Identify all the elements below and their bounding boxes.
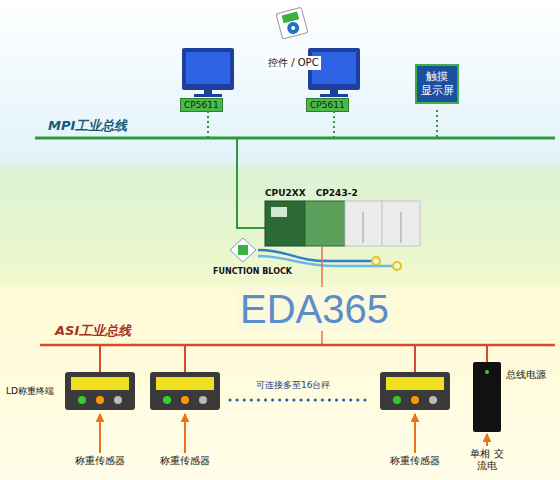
weighing-terminal bbox=[150, 372, 220, 410]
node-text: CP5611 bbox=[310, 99, 345, 111]
signal-waves bbox=[258, 256, 392, 266]
node-text: 单相 交流电 bbox=[470, 448, 504, 472]
power-supply bbox=[485, 370, 489, 374]
plc-rack bbox=[271, 207, 287, 217]
pc-icon bbox=[182, 48, 234, 90]
weighing-terminal bbox=[199, 396, 207, 404]
bus-drop bbox=[99, 345, 101, 372]
watermark: EDA365 bbox=[236, 287, 393, 331]
disk-icon bbox=[282, 11, 300, 23]
signal-waves bbox=[258, 250, 372, 261]
node-text: 称重传感器 bbox=[390, 455, 440, 467]
plc-rack bbox=[362, 212, 364, 243]
weighing-terminal bbox=[380, 372, 450, 410]
pc-icon bbox=[194, 94, 222, 97]
plc-rack bbox=[382, 201, 420, 246]
network-card-tag: CP5611 bbox=[180, 98, 223, 112]
pc-icon bbox=[320, 94, 348, 97]
sensor-arrow bbox=[184, 414, 186, 453]
node-text: CP5611 bbox=[184, 99, 219, 111]
load-cell: 称重传感器 bbox=[75, 455, 125, 467]
disk-icon bbox=[286, 21, 301, 36]
weighing-terminal bbox=[78, 396, 86, 404]
node-text: 称重传感器 bbox=[160, 455, 210, 467]
signal-arrow bbox=[99, 414, 101, 453]
function-block-icon bbox=[230, 238, 256, 262]
weighing-terminal bbox=[380, 372, 450, 410]
load-cell: 称重传感器 bbox=[390, 455, 440, 467]
software-label: 控件 / OPC bbox=[266, 56, 321, 70]
ac-supply: 单相 交流电 bbox=[470, 448, 504, 472]
function-block-icon bbox=[230, 238, 256, 262]
pc-icon bbox=[330, 90, 338, 94]
bus-drop bbox=[184, 345, 186, 372]
bus-drop bbox=[333, 111, 335, 137]
weighing-terminal bbox=[163, 396, 171, 404]
weighing-terminal bbox=[114, 396, 122, 404]
asi-bus-line bbox=[40, 344, 555, 347]
node-text: 总线电源 bbox=[506, 368, 558, 382]
weighing-terminal bbox=[65, 372, 135, 410]
bus-name: ASI工业总线 bbox=[55, 322, 131, 340]
weighing-terminal bbox=[96, 396, 104, 404]
mpi-bus-line bbox=[35, 137, 555, 140]
node-text: 称重传感器 bbox=[75, 455, 125, 467]
load-cell: 称重传感器 bbox=[160, 455, 210, 467]
node-text: 触摸 显示屏 bbox=[419, 70, 455, 98]
node-text: CPU2XX bbox=[265, 188, 306, 199]
bus-name: MPI工业总线 bbox=[48, 117, 127, 135]
signal-arrow bbox=[486, 434, 488, 446]
power-supply bbox=[473, 362, 501, 432]
bus-power-supply: 总线电源 bbox=[470, 360, 558, 432]
weighing-terminal bbox=[429, 396, 437, 404]
weighing-terminal bbox=[156, 377, 214, 390]
weighing-terminal bbox=[181, 396, 189, 404]
weighing-terminal bbox=[393, 396, 401, 404]
weighing-terminal bbox=[65, 372, 135, 410]
bus-drop bbox=[486, 345, 488, 362]
bus-drop bbox=[414, 345, 416, 372]
disk-icon bbox=[276, 7, 308, 39]
function-block-icon bbox=[238, 245, 248, 255]
signal-waves bbox=[393, 262, 401, 270]
bus-drop bbox=[207, 111, 209, 137]
signal-waves bbox=[372, 257, 380, 265]
dotted-continuation bbox=[230, 399, 370, 402]
weighing-terminal bbox=[411, 396, 419, 404]
function-block-label: FUNCTION BLOCK bbox=[212, 267, 293, 276]
plc-rack bbox=[305, 201, 345, 246]
pc-icon bbox=[204, 90, 212, 94]
disk-icon bbox=[291, 26, 296, 31]
disk-icon bbox=[276, 7, 308, 39]
plc-rack bbox=[400, 212, 402, 243]
node-text: CP243-2 bbox=[316, 188, 358, 199]
network-card-tag: CP5611 bbox=[306, 98, 349, 112]
sensor-arrow bbox=[414, 414, 416, 453]
weighing-terminal: LD称重终端 bbox=[6, 370, 138, 412]
capacity-note: 可连接多至16台秤 bbox=[256, 379, 330, 392]
node-text: LD称重终端 bbox=[6, 385, 54, 398]
plc-rack bbox=[265, 201, 305, 246]
power-supply bbox=[473, 362, 501, 432]
plc-rack bbox=[265, 201, 420, 246]
touch-display: 触摸 显示屏 bbox=[415, 64, 459, 104]
bus-drop bbox=[436, 110, 438, 137]
plc-unit: CPU2XX CP243-2 bbox=[265, 188, 425, 248]
plc-bus-wire bbox=[237, 138, 265, 228]
plc-rack bbox=[345, 201, 382, 246]
pc-icon bbox=[182, 48, 234, 97]
weighing-terminal bbox=[150, 372, 220, 410]
weighing-terminal bbox=[386, 377, 444, 390]
pc-icon bbox=[186, 52, 230, 84]
weighing-terminal bbox=[71, 377, 129, 390]
